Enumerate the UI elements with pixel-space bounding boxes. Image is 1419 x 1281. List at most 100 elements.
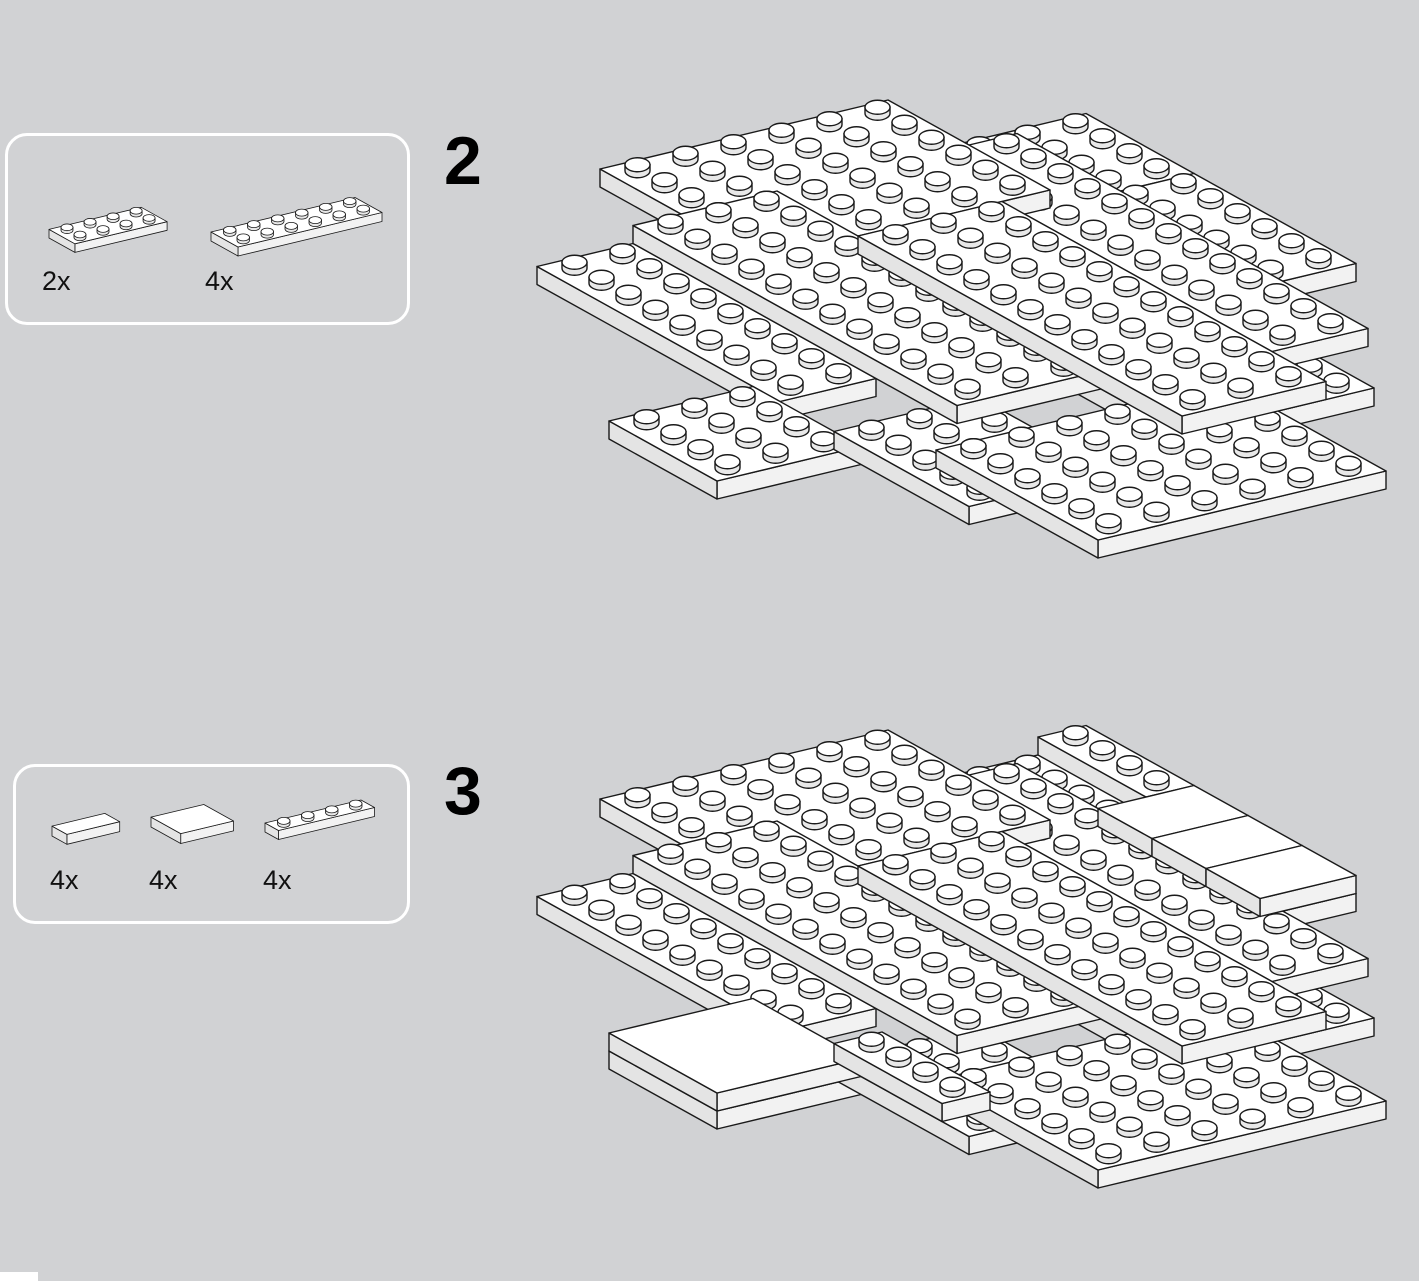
stud — [1167, 306, 1194, 328]
stud — [936, 254, 963, 276]
stud — [1158, 433, 1185, 455]
stud — [1200, 992, 1227, 1014]
plate — [632, 820, 1102, 1055]
step-number: 3 — [444, 753, 482, 829]
stud — [1011, 887, 1038, 909]
stud — [855, 209, 882, 231]
stud — [903, 197, 930, 219]
stud — [819, 303, 846, 325]
stud — [1134, 879, 1161, 901]
stud — [1134, 249, 1161, 271]
stud — [951, 186, 978, 208]
stud — [1131, 1048, 1158, 1070]
stud — [801, 179, 828, 201]
stud — [1119, 947, 1146, 969]
stud — [1335, 455, 1362, 477]
stud — [1092, 302, 1119, 324]
stud — [319, 202, 333, 214]
stud — [864, 729, 891, 751]
stud — [1032, 231, 1059, 253]
stud — [277, 816, 291, 828]
stud — [1146, 962, 1173, 984]
stud — [927, 993, 954, 1015]
plate — [48, 206, 168, 253]
stud — [1035, 441, 1062, 463]
stud — [849, 167, 876, 189]
stud — [1227, 377, 1254, 399]
stud — [1317, 943, 1344, 965]
stud — [1215, 924, 1242, 946]
stud — [705, 202, 732, 224]
stud — [972, 789, 999, 811]
stud — [1062, 1086, 1089, 1108]
part-quantity: 4x — [205, 266, 234, 296]
stud — [975, 982, 1002, 1004]
stud — [1005, 216, 1032, 238]
stud — [1269, 324, 1296, 346]
stud — [1221, 336, 1248, 358]
tile — [150, 804, 234, 844]
stud — [1155, 223, 1182, 245]
stud — [642, 929, 669, 951]
stud — [1140, 921, 1167, 943]
stud — [561, 254, 588, 276]
stud — [1335, 1085, 1362, 1107]
stud — [1173, 977, 1200, 999]
stud — [753, 820, 780, 842]
stud — [948, 967, 975, 989]
stud — [774, 164, 801, 186]
stud — [129, 206, 143, 218]
stud — [759, 232, 786, 254]
stud — [963, 899, 990, 921]
stud — [660, 424, 687, 446]
stud — [1215, 294, 1242, 316]
stud — [1113, 906, 1140, 928]
stud — [1185, 448, 1212, 470]
stud — [723, 974, 750, 996]
tile — [608, 997, 862, 1112]
stud — [939, 1076, 966, 1098]
stud — [1083, 430, 1110, 452]
stud — [978, 201, 1005, 223]
stud — [684, 858, 711, 880]
stud — [885, 1046, 912, 1068]
stud — [1143, 158, 1170, 180]
stud — [747, 779, 774, 801]
stud — [1113, 276, 1140, 298]
stud — [1068, 498, 1095, 520]
stud — [945, 144, 972, 166]
stud — [777, 374, 804, 396]
stud — [993, 763, 1020, 785]
stud — [792, 918, 819, 940]
stud — [816, 111, 843, 133]
stud — [271, 214, 285, 226]
stud — [1071, 959, 1098, 981]
part-quantity: 4x — [149, 865, 178, 895]
stud — [954, 378, 981, 400]
stud — [717, 303, 744, 325]
stud — [1125, 359, 1152, 381]
stud — [1116, 755, 1143, 777]
stud — [918, 129, 945, 151]
stud — [1017, 299, 1044, 321]
stud — [1089, 471, 1116, 493]
stud — [699, 790, 726, 812]
stud — [1065, 287, 1092, 309]
stud — [1089, 1101, 1116, 1123]
stud — [1110, 1075, 1137, 1097]
stud — [1086, 261, 1113, 283]
stud — [1281, 1055, 1308, 1077]
stud — [882, 854, 909, 876]
stud — [1212, 463, 1239, 485]
stud — [930, 212, 957, 234]
stud — [822, 782, 849, 804]
stud — [1074, 808, 1101, 830]
stud — [786, 247, 813, 269]
stud — [1248, 351, 1275, 373]
stud — [876, 812, 903, 834]
stud — [783, 416, 810, 438]
stud — [957, 857, 984, 879]
stud — [236, 233, 250, 245]
stud — [999, 174, 1026, 196]
stud — [858, 1031, 885, 1053]
